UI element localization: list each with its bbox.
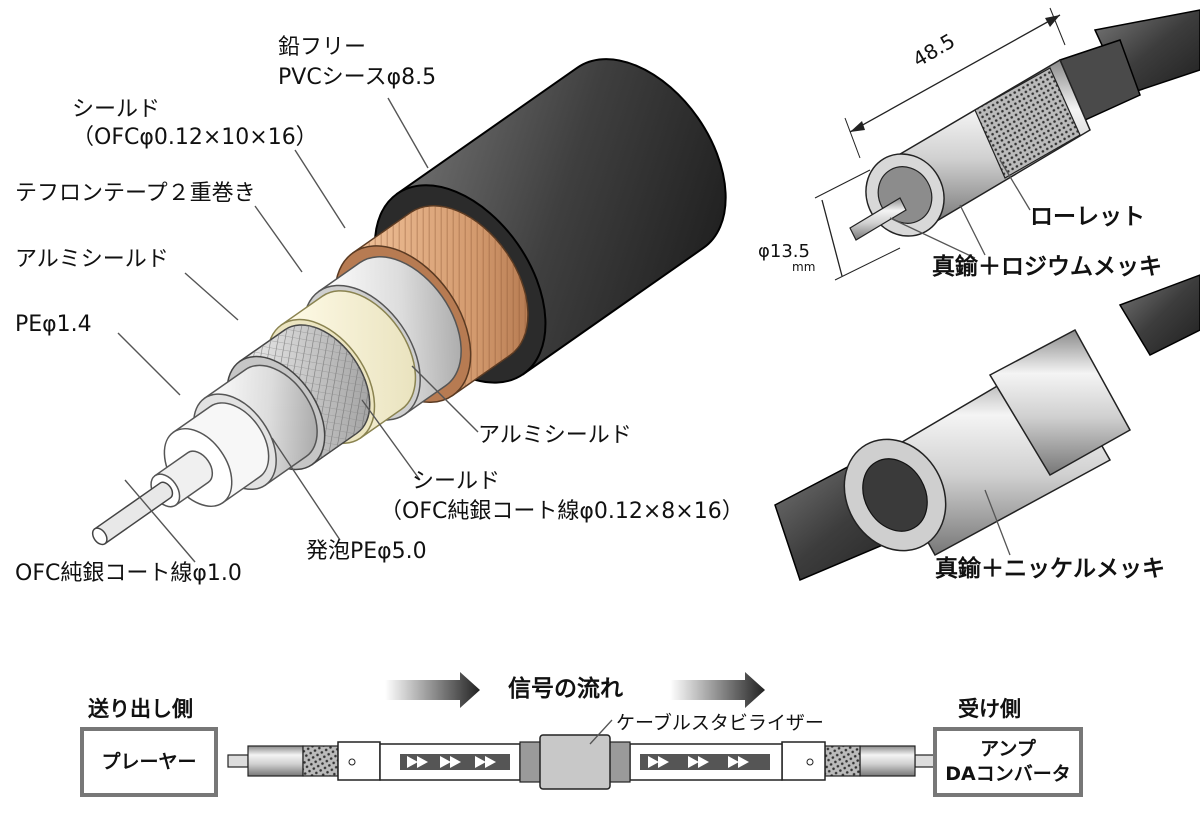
inner-shield-label-1: シールド [412,469,501,494]
inner-shield-label-2: （OFC純銀コート線φ0.12×8×16） [380,499,744,524]
signal-flow-illustration [227,672,938,790]
plug-diameter-unit: mm [792,260,816,274]
stabilizer-label: ケーブルスタビライザー [616,712,824,734]
receive-side-label: 受け側 [958,697,1021,721]
conductor-label: OFC純銀コート線φ1.0 [15,561,242,586]
rca-plug [814,7,1200,281]
source-box: プレーヤー [80,727,218,797]
alu-shield-right-label: アルミシールド [478,423,632,448]
rhodium-plating-label: 真鍮＋ロジウムメッキ [932,254,1162,280]
pe-label: PEφ1.4 [15,312,92,337]
cable-cross-section [91,58,727,546]
sheath-label-2: PVCシースφ8.5 [278,65,437,90]
teflon-tape-label: テフロンテープ２重巻き [15,181,256,206]
nickel-plating-label: 真鍮＋ニッケルメッキ [935,556,1165,582]
outer-shield-label-2: （OFCφ0.12×10×16） [72,125,318,150]
outer-shield-label-1: シールド [72,97,161,122]
foam-pe-label: 発泡PEφ5.0 [306,539,427,564]
sheath-label-1: 鉛フリー [278,35,367,60]
cable-leader-lines [117,97,479,563]
source-box-label: プレーヤー [101,750,197,773]
stabilizer-illustration [774,274,1200,582]
knurl-label: ローレット [1030,204,1145,230]
destination-box-line1: アンプ [980,738,1036,760]
send-side-label: 送り出し側 [88,697,193,721]
destination-box-line2: DAコンバータ [945,763,1071,785]
destination-box: アンプ DAコンバータ [933,727,1083,797]
alu-shield-left-label: アルミシールド [15,247,169,272]
signal-flow-title: 信号の流れ [508,676,623,702]
plug-diameter-dimension: φ13.5 [758,241,810,262]
